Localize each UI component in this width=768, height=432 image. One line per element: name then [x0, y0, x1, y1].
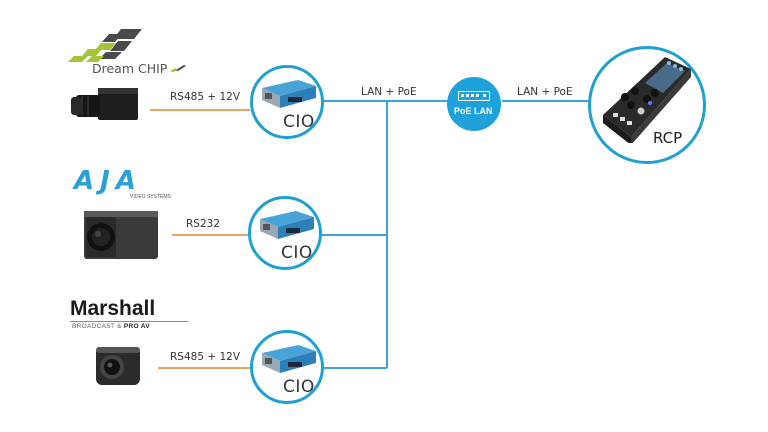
cio-label-1: CIO: [283, 112, 315, 132]
serial-line-dreamchip: [150, 109, 250, 111]
cio-box-icon: [262, 345, 316, 373]
aja-logo: AJA VIDEO SYSTEMS: [74, 166, 174, 200]
rcp-controller[interactable]: RCP: [588, 46, 706, 164]
cio-device-1[interactable]: CIO: [250, 65, 324, 139]
aja-logo-text: AJA: [74, 166, 142, 196]
marshall-logo-text: Marshall: [70, 297, 156, 320]
rcp-panel-icon: [603, 57, 691, 143]
cio-box-icon: [260, 211, 314, 239]
aja-logo-subtext: VIDEO SYSTEMS: [130, 194, 171, 200]
marshall-sub-proav: PRO AV: [123, 323, 150, 330]
aja-camera: [82, 207, 162, 263]
dreamchip-camera: [68, 86, 148, 126]
serial-line-marshall: [158, 367, 252, 369]
lan-line-bottom: [324, 367, 387, 369]
rcp-label: RCP: [653, 129, 683, 147]
cio-device-3[interactable]: CIO: [250, 330, 324, 404]
marshall-sub-broadcast: BROADCAST &: [72, 323, 124, 330]
marshall-logo-underline: [70, 321, 188, 322]
link-label-dreamchip: RS485 + 12V: [170, 91, 241, 103]
serial-line-aja: [172, 234, 250, 236]
marshall-logo: Marshall BROADCAST & PRO AV: [68, 297, 192, 332]
cio-device-2[interactable]: CIO: [248, 196, 322, 270]
link-label-aja: RS232: [186, 218, 221, 230]
link-label-lan-right: LAN + PoE: [517, 86, 573, 98]
dreamchip-logo-swoosh-icon: [170, 65, 186, 72]
network-switch-icon: [458, 91, 490, 101]
cio-box-icon: [262, 80, 316, 108]
marshall-camera: [92, 343, 144, 389]
cio-label-3: CIO: [283, 377, 315, 397]
dreamchip-logo: Dream CHIP: [66, 26, 186, 76]
lan-line-right: [502, 100, 590, 102]
link-label-marshall: RS485 + 12V: [170, 351, 241, 363]
lan-line-middle: [322, 234, 387, 236]
poe-lan-label: PoE LAN: [454, 106, 493, 116]
link-label-lan-left: LAN + PoE: [361, 86, 417, 98]
marshall-logo-subtext: BROADCAST & PRO AV: [72, 323, 150, 330]
dreamchip-logo-text: Dream CHIP: [92, 61, 168, 76]
cio-label-2: CIO: [281, 243, 313, 263]
poe-lan-switch[interactable]: PoE LAN: [447, 77, 501, 131]
dreamchip-logo-mark-icon: [68, 29, 142, 62]
